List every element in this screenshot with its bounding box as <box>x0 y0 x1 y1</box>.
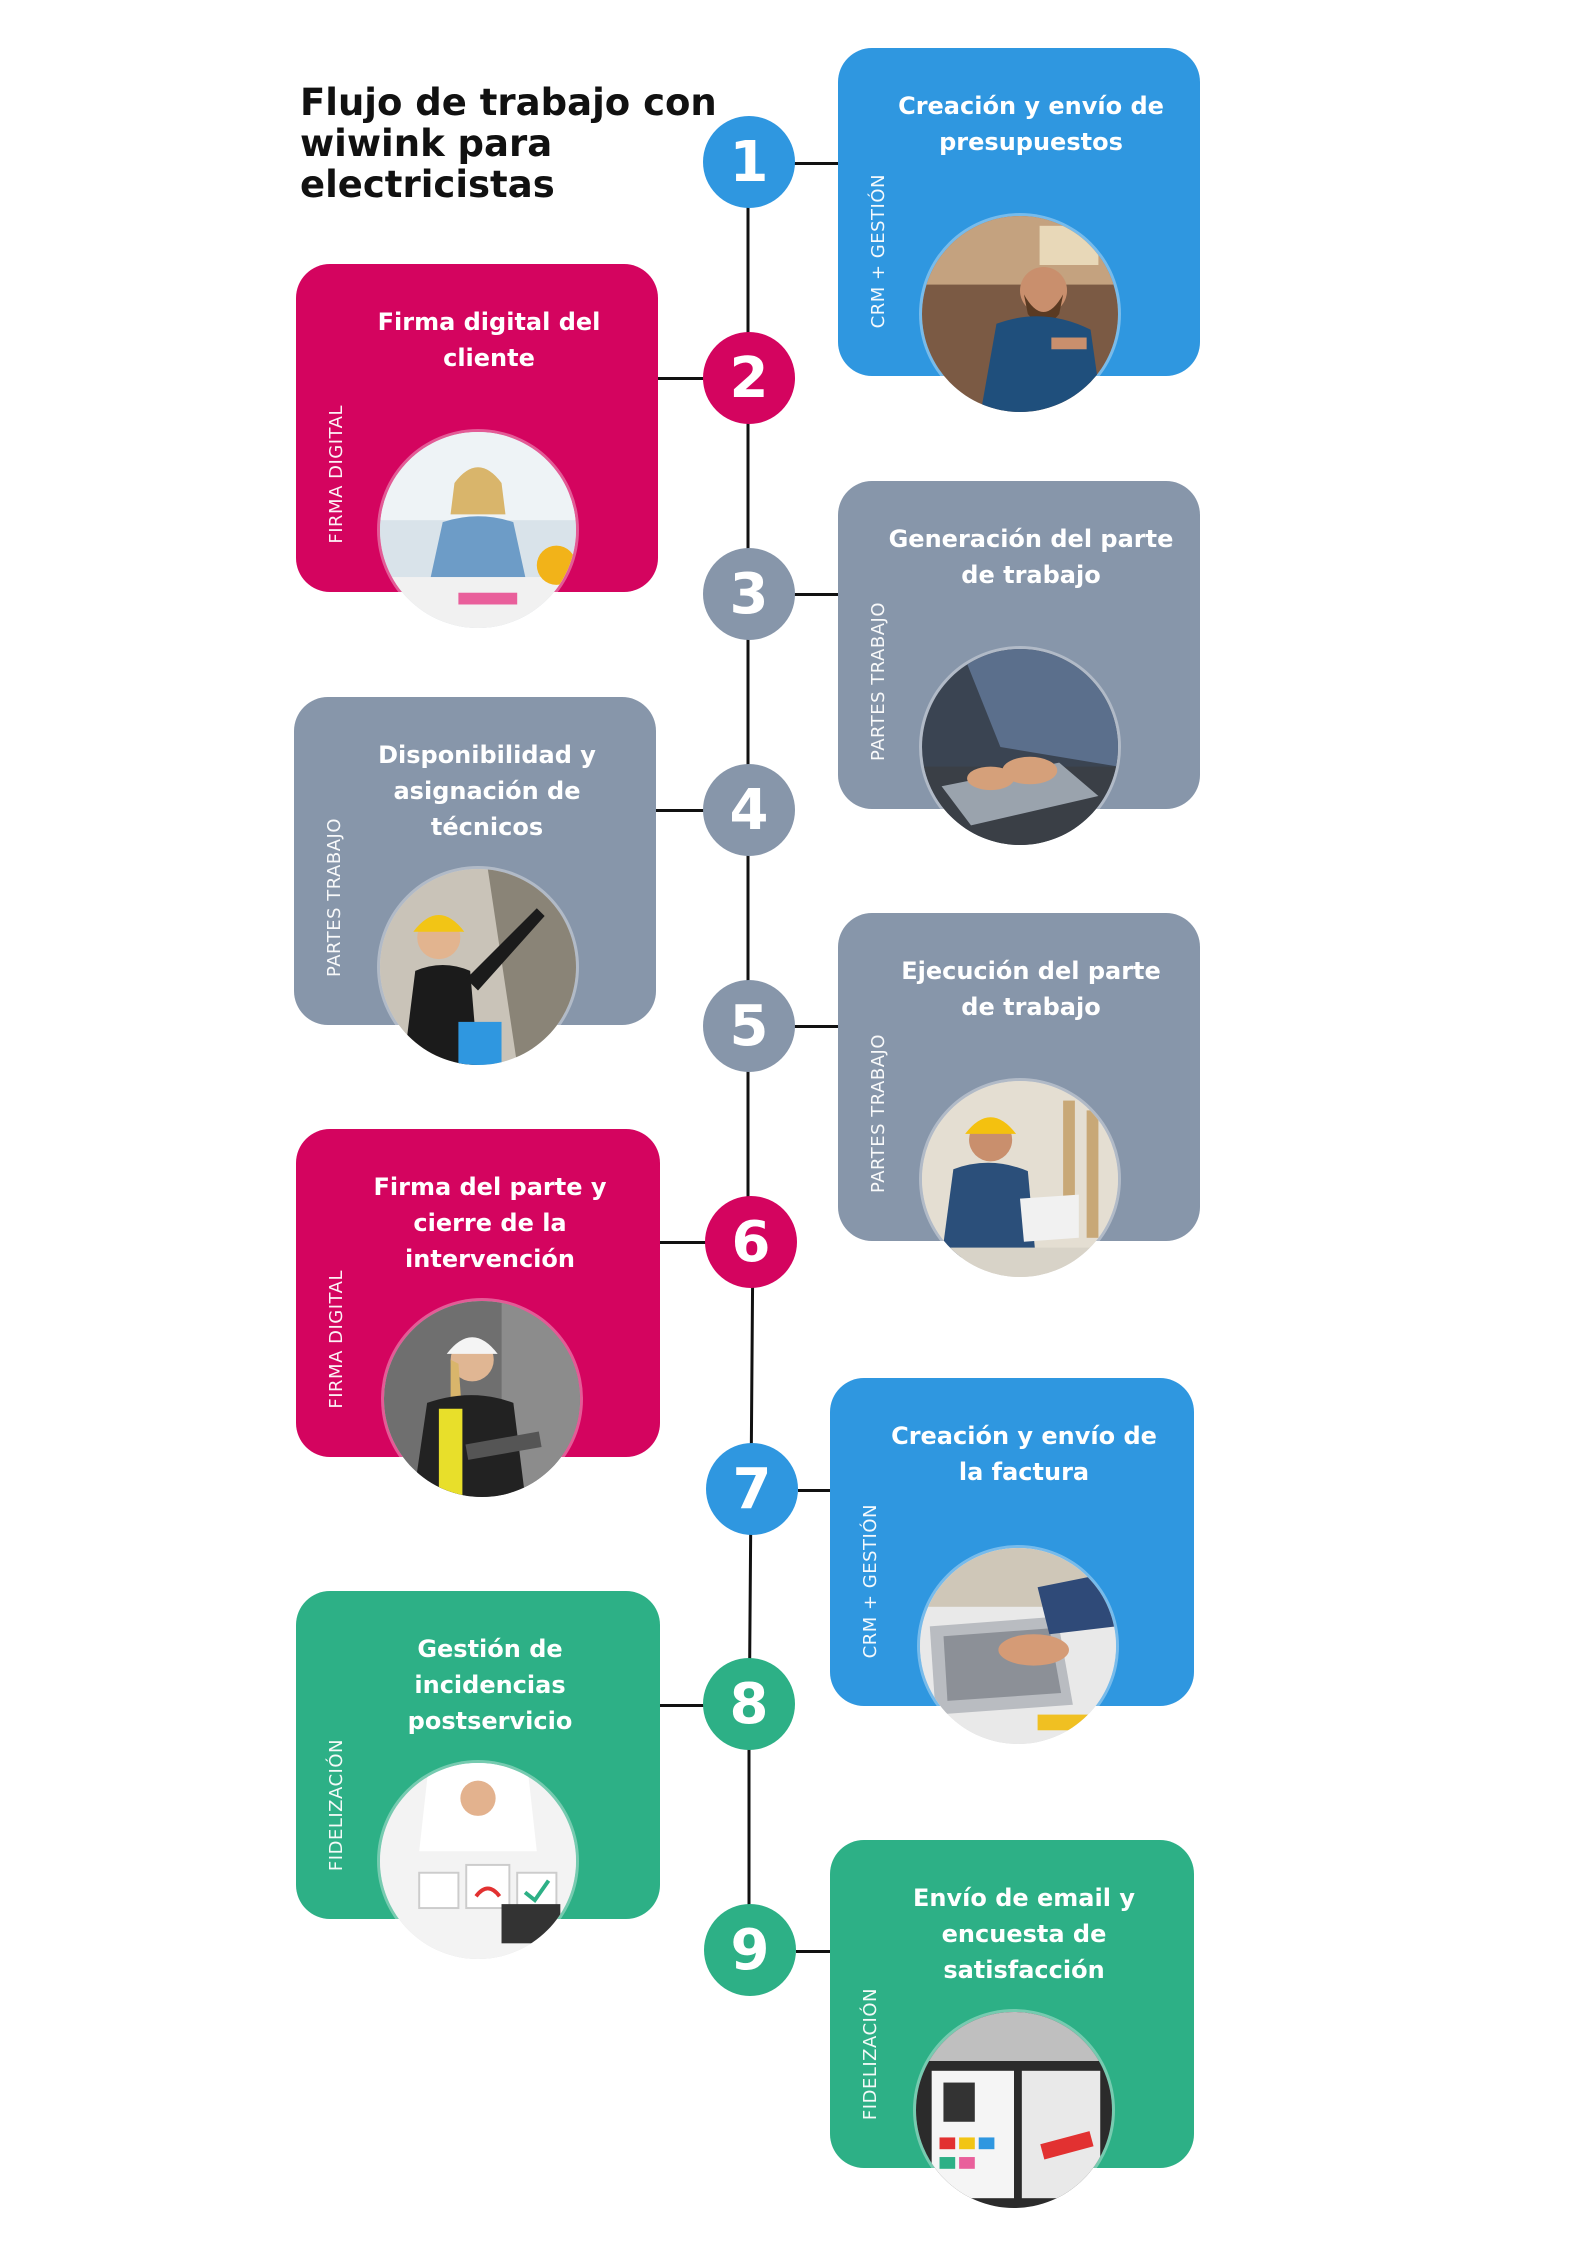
category-label: FIDELIZACIÓN <box>326 1738 347 1871</box>
connector-9 <box>796 1950 832 1953</box>
step-number-8: 8 <box>703 1658 795 1750</box>
step-number-4: 4 <box>703 764 795 856</box>
connector-1 <box>794 162 840 165</box>
woman-at-desk-photo <box>380 432 576 628</box>
category-label: PARTES TRABAJO <box>868 1034 889 1193</box>
step-card-3: Generación del parte de trabajo PARTES T… <box>838 481 1200 845</box>
step-title: Creación y envío de la factura <box>891 1422 1157 1486</box>
step-card-6: Firma del parte y cierre de la intervenc… <box>296 1129 660 1497</box>
step-title: Creación y envío de presupuestos <box>898 92 1164 156</box>
step-title: Firma digital del cliente <box>377 308 601 372</box>
feedback-faces-photo <box>380 1763 576 1959</box>
step-card-4: Disponibilidad y asignación de técnicos … <box>294 697 656 1065</box>
step-number-2: 2 <box>703 332 795 424</box>
satisfaction-survey-photo <box>916 2012 1112 2208</box>
woman-hardhat-pointing-photo <box>380 869 576 1065</box>
step-number-3: 3 <box>703 548 795 640</box>
connector-6 <box>660 1241 706 1244</box>
step-title: Firma del parte y cierre de la intervenc… <box>373 1173 607 1273</box>
connector-4 <box>656 809 706 812</box>
step-number-6: 6 <box>705 1196 797 1288</box>
page-title: Flujo de trabajo con wiwink para electri… <box>300 81 717 206</box>
category-label: PARTES TRABAJO <box>324 818 345 977</box>
connector-5 <box>794 1025 840 1028</box>
step-card-2: Firma digital del cliente FIRMA DIGITAL <box>296 264 658 628</box>
step-card-1: Creación y envío de presupuestos CRM + G… <box>838 48 1200 412</box>
connector-2 <box>656 377 706 380</box>
category-label: PARTES TRABAJO <box>868 602 889 761</box>
category-label: CRM + GESTIÓN <box>860 1503 881 1658</box>
step-card-9: Envío de email y encuesta de satisfacció… <box>830 1840 1194 2208</box>
worker-hardhat-laptop-photo <box>922 1081 1118 1277</box>
step-title: Envío de email y encuesta de satisfacció… <box>913 1884 1135 1984</box>
step-number-7: 7 <box>706 1443 798 1535</box>
category-label: CRM + GESTIÓN <box>868 173 889 328</box>
step-card-5: Ejecución del parte de trabajo PARTES TR… <box>838 913 1200 1277</box>
step-card-8: Gestión de incidencias postservicio FIDE… <box>296 1591 660 1959</box>
connector-3 <box>794 593 840 596</box>
step-card-7: Creación y envío de la factura CRM + GES… <box>830 1378 1194 1744</box>
man-with-watch-photo <box>922 216 1118 412</box>
category-label: FIRMA DIGITAL <box>326 405 347 544</box>
step-title: Disponibilidad y asignación de técnicos <box>378 741 596 841</box>
step-title: Gestión de incidencias postservicio <box>407 1635 573 1735</box>
step-number-9: 9 <box>704 1904 796 1996</box>
category-label: FIRMA DIGITAL <box>326 1270 347 1409</box>
step-title: Generación del parte de trabajo <box>888 525 1174 589</box>
category-label: FIDELIZACIÓN <box>860 1987 881 2120</box>
step-number-5: 5 <box>703 980 795 1072</box>
connector-8 <box>660 1704 706 1707</box>
woman-signing-tablet-photo <box>384 1301 580 1497</box>
laptop-invoice-photo <box>920 1548 1116 1744</box>
step-title: Ejecución del parte de trabajo <box>901 957 1161 1021</box>
step-number-1: 1 <box>703 116 795 208</box>
hands-typing-laptop-photo <box>922 649 1118 845</box>
connector-7 <box>798 1489 832 1492</box>
